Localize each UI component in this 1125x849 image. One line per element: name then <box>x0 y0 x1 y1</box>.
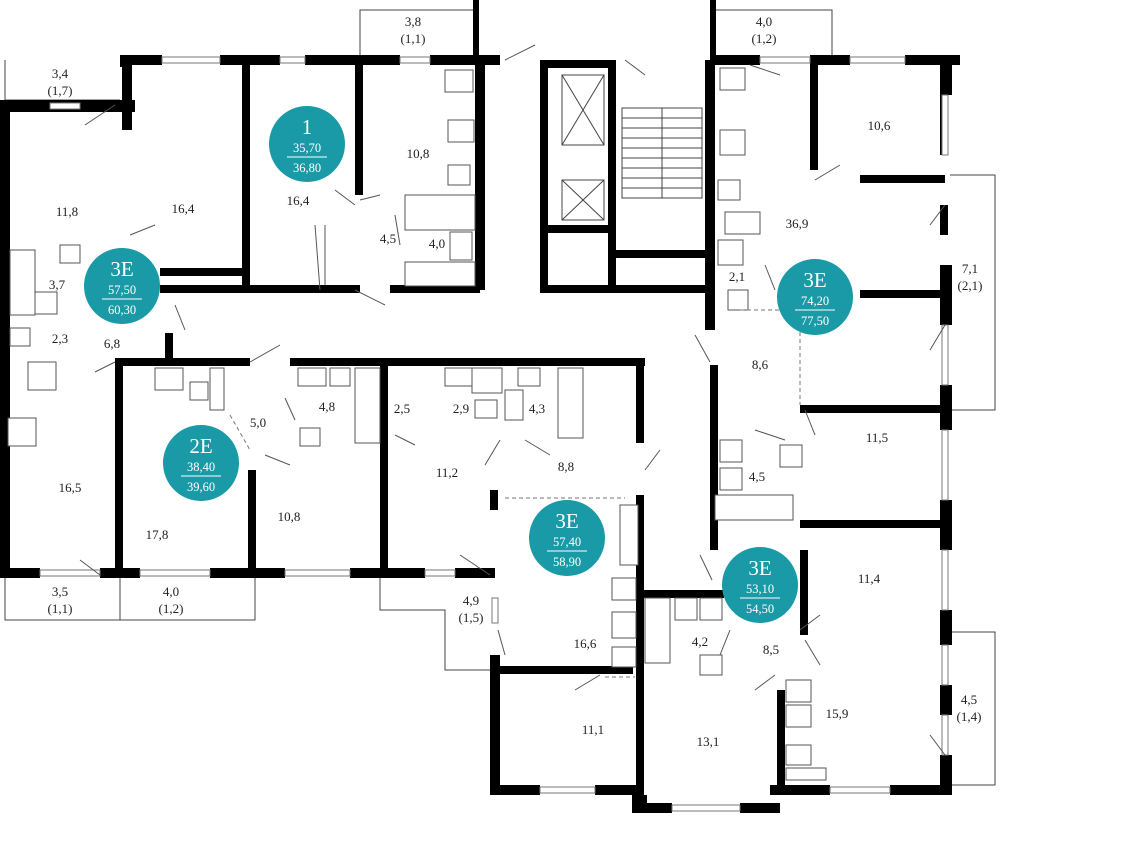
room-label: 10,8 <box>407 146 430 161</box>
room-label: 11,8 <box>56 204 78 219</box>
fixtures <box>7 67 827 781</box>
room-label: 4,3 <box>529 401 545 416</box>
room-label: 8,5 <box>763 642 779 657</box>
room-label: 2,9 <box>453 401 469 416</box>
badge-living-area: 57,40 <box>553 535 581 549</box>
badge-total-area: 36,80 <box>293 161 321 175</box>
room-label: 15,9 <box>826 706 849 721</box>
apartment-badge[interactable]: 3E 57,50 60,30 <box>84 248 160 324</box>
apartment-badges: 1 35,70 36,80 3E 57,50 60,30 2E 38,40 39,60 3E… <box>84 106 853 623</box>
room-label: 4,5(1,4) <box>957 692 982 724</box>
badge-circle <box>722 547 798 623</box>
room-label: 4,8 <box>319 399 335 414</box>
room-label: 11,1 <box>582 722 604 737</box>
room-label: 11,2 <box>436 465 458 480</box>
room-label: 17,8 <box>146 527 169 542</box>
room-label: 11,4 <box>858 571 881 586</box>
badge-living-area: 35,70 <box>293 141 321 155</box>
badge-type: 1 <box>302 115 313 139</box>
room-label: 2,5 <box>394 401 410 416</box>
apartment-badge[interactable]: 3E 57,40 58,90 <box>529 500 605 576</box>
room-label: 3,5(1,1) <box>48 584 73 616</box>
room-label: 2,3 <box>52 331 68 346</box>
badge-total-area: 77,50 <box>801 314 829 328</box>
room-label: 4,5 <box>749 469 765 484</box>
doors <box>79 44 946 756</box>
room-label: 4,0 <box>429 236 445 251</box>
room-label: 8,8 <box>558 459 574 474</box>
walls <box>0 0 960 813</box>
room-label: 11,5 <box>866 430 888 445</box>
room-label: 16,4 <box>287 193 310 208</box>
apartment-badge[interactable]: 3E 74,20 77,50 <box>777 259 853 335</box>
room-label: 6,8 <box>104 336 120 351</box>
badge-total-area: 39,60 <box>187 480 215 494</box>
room-label: 16,6 <box>574 636 597 651</box>
room-label: 3,4(1,7) <box>48 66 73 98</box>
apartment-badge[interactable]: 2E 38,40 39,60 <box>163 425 239 501</box>
room-label: 3,7 <box>49 277 66 292</box>
stair-core <box>561 74 703 221</box>
badge-total-area: 54,50 <box>746 602 774 616</box>
room-label: 8,6 <box>752 357 769 372</box>
badge-total-area: 58,90 <box>553 555 581 569</box>
badge-circle <box>777 259 853 335</box>
room-label: 4,0(1,2) <box>752 14 777 46</box>
room-label: 16,5 <box>59 480 82 495</box>
room-label: 16,4 <box>172 201 195 216</box>
room-label: 5,0 <box>250 415 266 430</box>
badge-circle <box>269 106 345 182</box>
room-label: 10,6 <box>868 118 891 133</box>
badge-living-area: 74,20 <box>801 294 829 308</box>
badge-total-area: 60,30 <box>108 303 136 317</box>
room-label: 3,8(1,1) <box>401 14 426 46</box>
windows <box>39 56 949 812</box>
badge-type: 3E <box>555 509 578 533</box>
badge-living-area: 38,40 <box>187 460 215 474</box>
room-label: 4,9(1,5) <box>459 593 484 625</box>
room-label: 10,8 <box>278 509 301 524</box>
badge-type: 3E <box>748 556 771 580</box>
room-label: 4,0(1,2) <box>159 584 184 616</box>
badge-circle <box>163 425 239 501</box>
badge-living-area: 53,10 <box>746 582 774 596</box>
room-label: 13,1 <box>697 734 720 749</box>
badge-circle <box>84 248 160 324</box>
balconies <box>4 9 996 786</box>
room-labels: 3,4(1,7) 11,8 16,4 16,4 3,8(1,1) 10,8 4,… <box>48 14 983 749</box>
room-label: 4,5 <box>380 231 396 246</box>
room-label: 36,9 <box>786 216 809 231</box>
badge-type: 3E <box>110 257 133 281</box>
apartment-badge[interactable]: 1 35,70 36,80 <box>269 106 345 182</box>
room-label: 7,1(2,1) <box>958 261 983 293</box>
room-label: 4,2 <box>692 634 708 649</box>
badge-type: 3E <box>803 268 826 292</box>
badge-type: 2E <box>189 434 212 458</box>
badge-living-area: 57,50 <box>108 283 136 297</box>
badge-circle <box>529 500 605 576</box>
apartment-badge[interactable]: 3E 53,10 54,50 <box>722 547 798 623</box>
room-label: 2,1 <box>729 269 745 284</box>
